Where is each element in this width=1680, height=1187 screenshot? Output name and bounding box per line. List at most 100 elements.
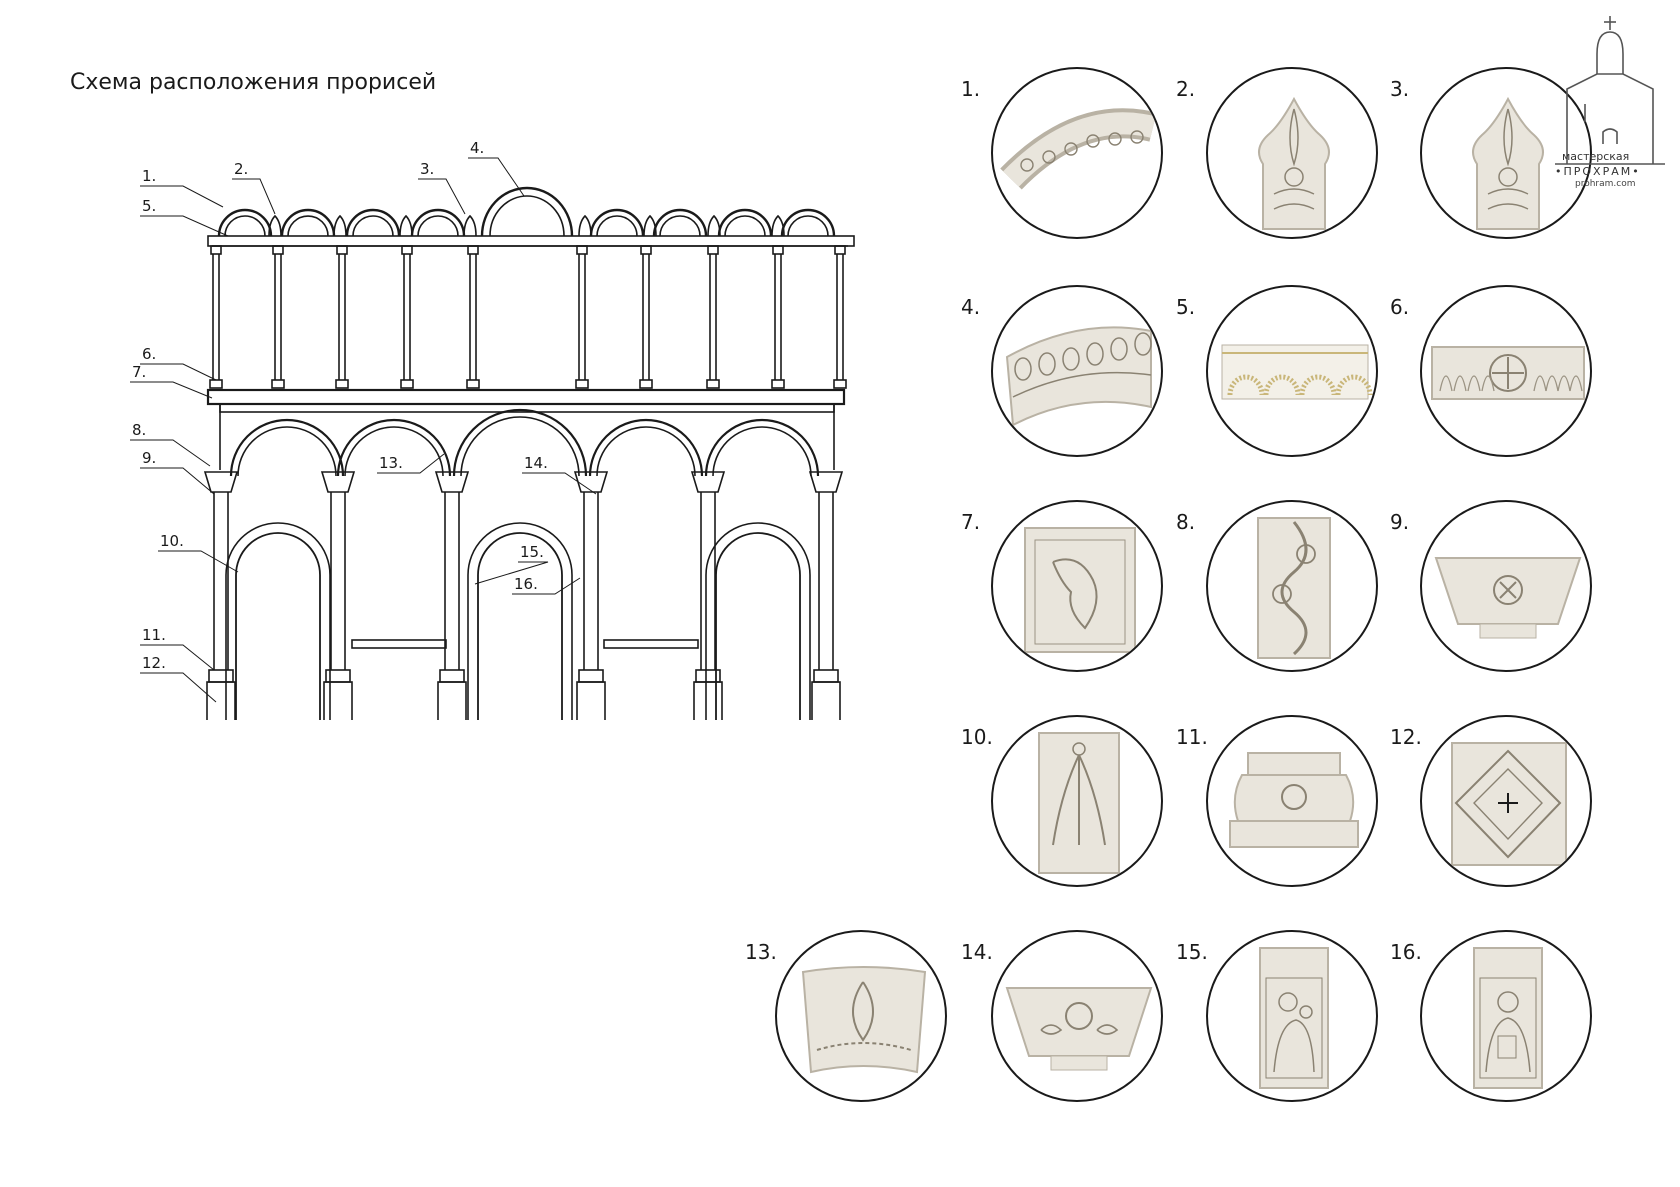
upper-base: [771, 379, 785, 389]
callout-leader: [468, 157, 525, 197]
ornament-image: [1431, 346, 1585, 400]
ornament-image: [1473, 947, 1543, 1089]
callout-leader: [140, 363, 217, 381]
finial: [333, 214, 347, 237]
small-arch: [780, 208, 836, 237]
column-base: [437, 681, 467, 720]
ornament-tile-5: [1206, 285, 1378, 457]
callout-leader: [140, 467, 215, 495]
arcade-arch: [336, 418, 452, 477]
ornament-image: [1229, 752, 1359, 848]
callout-leader: [130, 381, 213, 399]
upper-base: [833, 379, 847, 389]
column-base: [576, 681, 606, 720]
finial: [771, 214, 785, 237]
ornament-image: [1221, 344, 1373, 400]
ornament-number: 1.: [961, 77, 981, 101]
callout-label: 11.: [142, 626, 166, 644]
upper-base: [639, 379, 653, 389]
column-base: [323, 681, 353, 720]
column-capital: [573, 471, 609, 493]
small-arch-inner: [224, 215, 266, 237]
callout-label: 13.: [379, 454, 403, 472]
ornament-tile-1: [991, 67, 1163, 239]
small-arch: [410, 208, 466, 237]
finial: [578, 214, 592, 237]
ornament-tile-10: [991, 715, 1163, 887]
logo-line-2: •ПРОХРАМ•: [1555, 165, 1641, 178]
ornament-number: 13.: [745, 940, 777, 964]
callout-label: 6.: [142, 345, 156, 363]
ornament-number: 8.: [1176, 510, 1196, 534]
church-outline-icon: [1555, 16, 1665, 165]
upper-capital: [272, 245, 284, 255]
callout-label: 7.: [132, 363, 146, 381]
callout-leader: [140, 644, 215, 671]
small-arch: [280, 208, 336, 237]
central-arch: [480, 186, 574, 237]
callout-leader: [130, 439, 211, 467]
small-arch-inner: [596, 215, 638, 237]
upper-base: [400, 379, 414, 389]
ornament-image: [1472, 96, 1544, 230]
ornament-tile-6: [1420, 285, 1592, 457]
column-base: [693, 681, 723, 720]
upper-base: [335, 379, 349, 389]
small-arch: [652, 208, 708, 237]
arcade-arch-inner: [460, 416, 580, 477]
ornament-number: 6.: [1390, 295, 1410, 319]
arcade-arch: [704, 418, 820, 477]
elevation-structure: [203, 186, 855, 720]
callout-label: 5.: [142, 197, 156, 215]
ornament-image: [1005, 987, 1153, 1071]
ornament-number: 5.: [1176, 295, 1196, 319]
ornament-number: 7.: [961, 510, 981, 534]
ornament-tile-4: [991, 285, 1163, 457]
upper-capital: [834, 245, 846, 255]
callout-leader: [140, 215, 229, 237]
door-royal: [477, 532, 563, 720]
finial: [707, 214, 721, 237]
ornament-tile-12: [1420, 715, 1592, 887]
ornament-image: [1259, 947, 1329, 1089]
callout-label: 9.: [142, 449, 156, 467]
ornament-number: 9.: [1390, 510, 1410, 534]
ornament-tile-2: [1206, 67, 1378, 239]
page-title: Схема расположения прорисей: [70, 70, 437, 95]
callout-label: 3.: [420, 160, 434, 178]
ornament-image: [1024, 527, 1136, 653]
ornament-number: 3.: [1390, 77, 1410, 101]
finial: [643, 214, 657, 237]
ornament-tile-15: [1206, 930, 1378, 1102]
arcade-arch-inner: [712, 426, 812, 477]
ornament-image: [1451, 742, 1567, 866]
column-base-ring: [813, 669, 839, 683]
upper-capital: [336, 245, 348, 255]
ornament-number: 4.: [961, 295, 981, 319]
logo-line-3: prohram.com: [1575, 179, 1636, 189]
ornament-image: [1257, 517, 1331, 659]
callout-label: 16.: [514, 575, 538, 593]
ornament-image: [1005, 326, 1152, 427]
door-left: [235, 532, 321, 720]
upper-base: [575, 379, 589, 389]
ornament-number: 16.: [1390, 940, 1422, 964]
ornament-number: 15.: [1176, 940, 1208, 964]
small-arch: [217, 208, 273, 237]
small-arch-inner: [417, 215, 459, 237]
ornament-tile-13: [775, 930, 947, 1102]
callout-leader: [140, 185, 224, 208]
upper-base: [706, 379, 720, 389]
ornament-image: [1258, 96, 1330, 230]
callout-label: 2.: [234, 160, 248, 178]
ornament-image: [801, 966, 927, 1074]
upper-capital: [210, 245, 222, 255]
iconostasis-elevation: 1.2.3.4.5.6.7.8.9.10.11.12.13.14.15.16.: [130, 139, 855, 720]
small-arch: [717, 208, 773, 237]
door-right: [715, 532, 801, 720]
callout-labels: 1.2.3.4.5.6.7.8.9.10.11.12.13.14.15.16.: [132, 139, 548, 672]
central-arch-inner: [489, 195, 565, 237]
column-capital: [808, 471, 844, 493]
screen-rail-right: [603, 639, 699, 649]
callout-leader: [512, 577, 581, 595]
